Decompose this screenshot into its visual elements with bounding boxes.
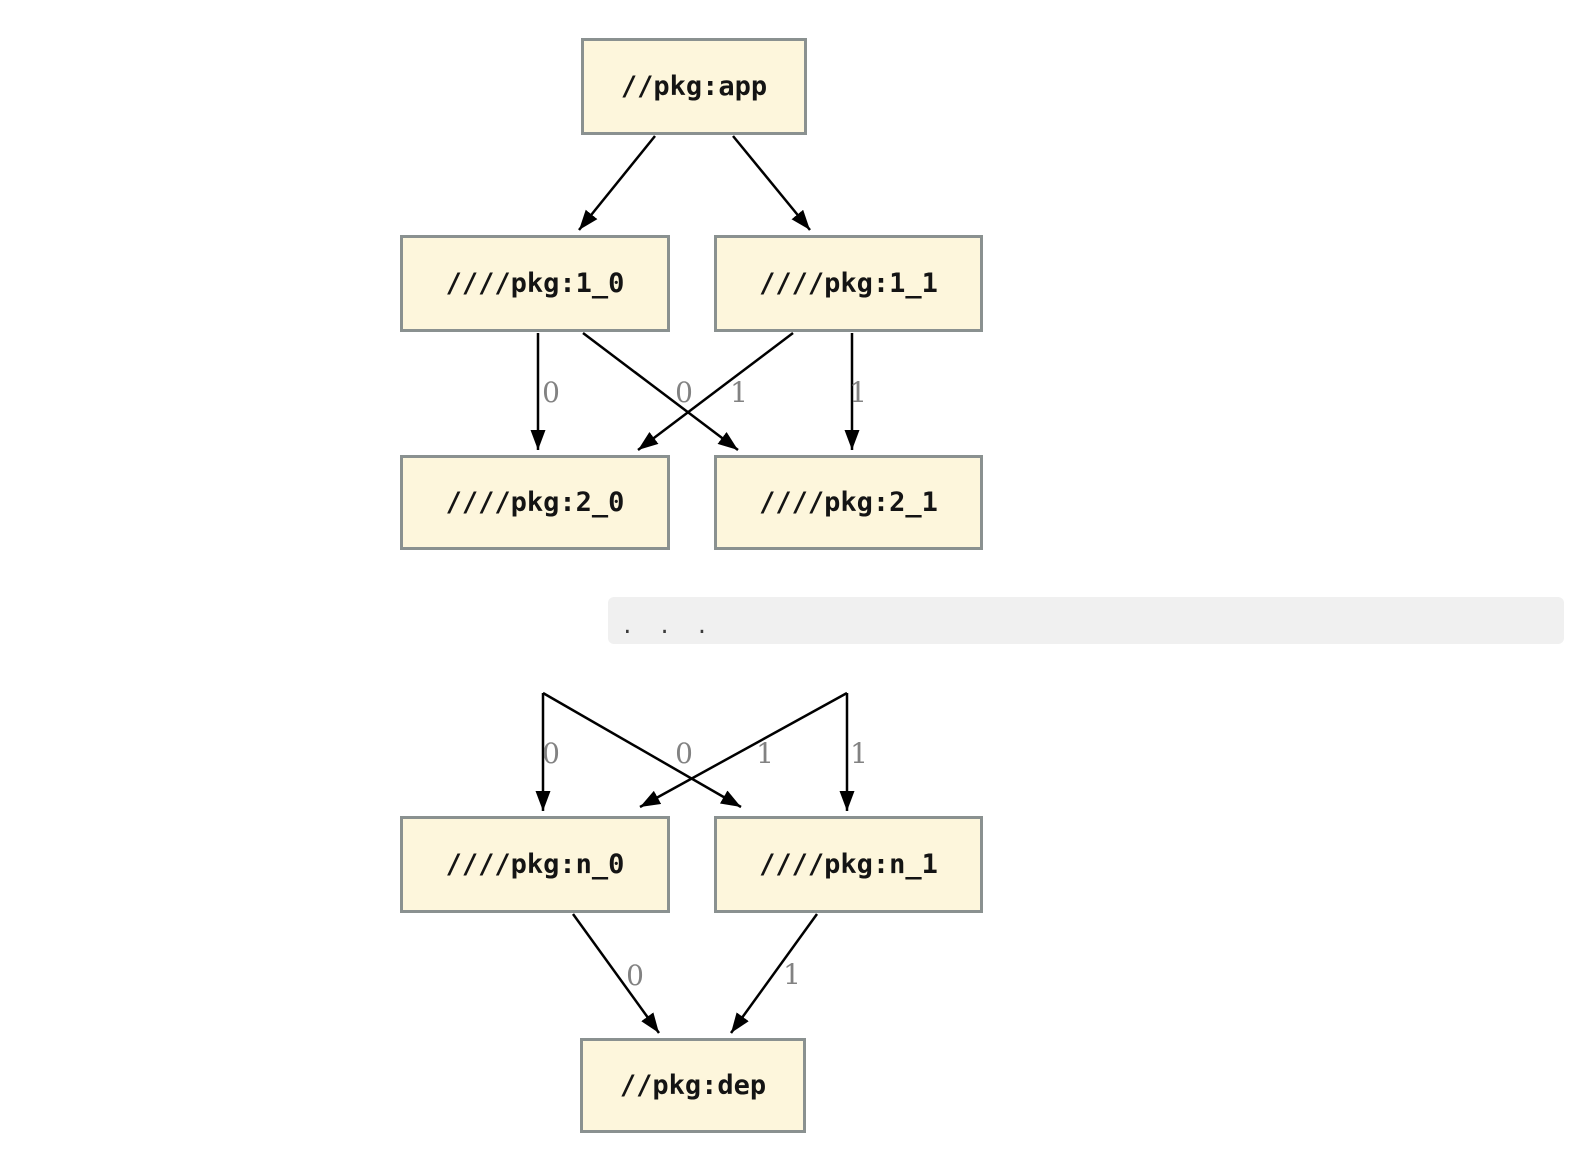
graph-node-2_0: ////pkg:2_0 — [400, 455, 670, 550]
graph-node-1_1: ////pkg:1_1 — [714, 235, 983, 332]
edge-label-n_1-to-dep: 1 — [783, 958, 801, 991]
edge-label-hidden_1-to-n_1: 1 — [850, 737, 868, 770]
edge-label-1_1-to-2_0: 1 — [730, 376, 748, 409]
edge-1_0-to-2_1 — [582, 332, 739, 451]
graph-node-2_1: ////pkg:2_1 — [714, 455, 983, 550]
graph-node-dep: //pkg:dep — [580, 1038, 806, 1133]
edge-label-hidden_1-to-n_0: 1 — [756, 737, 774, 770]
edge-hidden_0-to-n_1 — [542, 691, 742, 809]
graph-node-app: //pkg:app — [581, 38, 807, 135]
edge-hidden_1-to-n_0 — [639, 691, 848, 809]
edge-label-1_0-to-2_1: 0 — [675, 376, 693, 409]
graph-node-n_1: ////pkg:n_1 — [714, 816, 983, 913]
edge-label-1_1-to-2_1: 1 — [849, 376, 867, 409]
edge-app-to-1_0 — [578, 135, 656, 231]
graph-node-n_0: ////pkg:n_0 — [400, 816, 670, 913]
edge-n_1-to-dep — [729, 913, 819, 1034]
edge-label-hidden_0-to-n_0: 0 — [542, 737, 560, 770]
ellipsis-text: . . . — [621, 613, 715, 638]
edge-label-1_0-to-2_0: 0 — [542, 376, 560, 409]
edge-n_0-to-dep — [571, 913, 661, 1034]
graph-node-1_0: ////pkg:1_0 — [400, 235, 670, 332]
edge-label-n_0-to-dep: 0 — [626, 959, 644, 992]
edges-group: 0 0 1 1 0 0 1 1 0 1 — [530, 135, 868, 1034]
edge-app-to-1_1 — [732, 135, 811, 231]
edge-label-hidden_0-to-n_1: 0 — [675, 737, 693, 770]
edge-1_1-to-2_0 — [637, 332, 794, 451]
code-ellipsis-band: . . . — [608, 597, 1564, 644]
